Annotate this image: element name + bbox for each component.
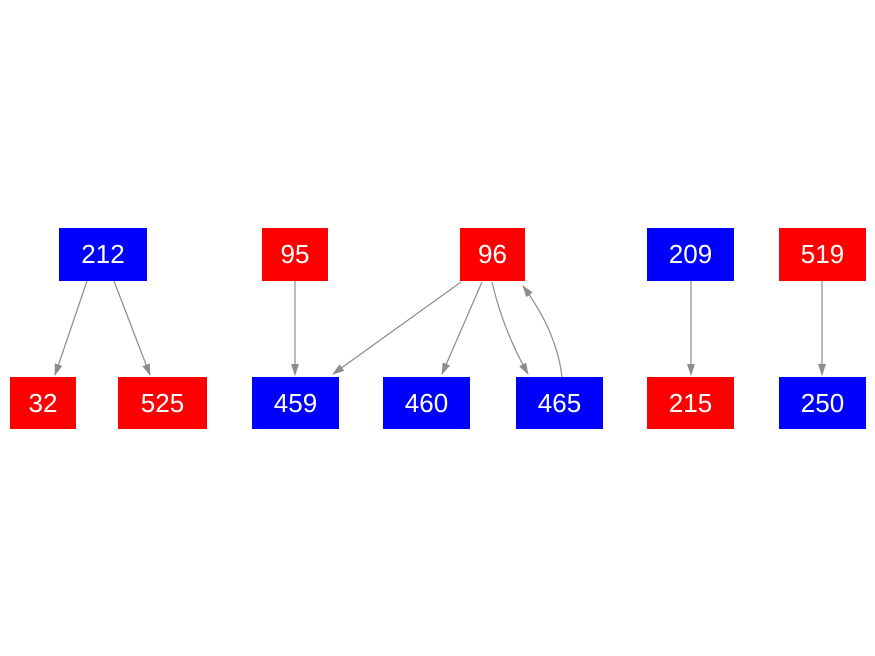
node-519: 519 [779, 228, 866, 281]
node-465: 465 [516, 377, 603, 429]
edge-212-525 [113, 280, 151, 376]
node-label: 212 [81, 239, 125, 269]
node-label: 209 [668, 239, 713, 269]
node-label: 250 [800, 387, 845, 418]
node-250: 250 [779, 377, 866, 429]
edge-96-460 [441, 281, 483, 375]
edge-96-465 [491, 281, 529, 375]
node-215: 215 [647, 377, 734, 429]
node-label: 32 [28, 387, 58, 418]
node-label: 460 [404, 387, 449, 418]
edge-465-96 [522, 285, 563, 378]
node-label: 215 [668, 387, 713, 418]
edge-212-32 [54, 280, 88, 376]
node-459: 459 [252, 377, 339, 429]
node-label: 459 [273, 387, 318, 418]
node-95: 95 [262, 228, 328, 281]
node-32: 32 [10, 377, 76, 429]
node-460: 460 [383, 377, 470, 429]
node-209: 209 [647, 228, 734, 281]
node-label: 519 [800, 239, 845, 269]
node-label: 95 [280, 239, 310, 269]
node-label: 525 [140, 387, 185, 418]
node-96: 96 [460, 228, 525, 281]
node-label: 96 [478, 239, 507, 269]
node-212: 212 [59, 228, 147, 281]
edge-96-459 [332, 281, 462, 375]
node-label: 465 [537, 387, 582, 418]
node-525: 525 [118, 377, 207, 429]
